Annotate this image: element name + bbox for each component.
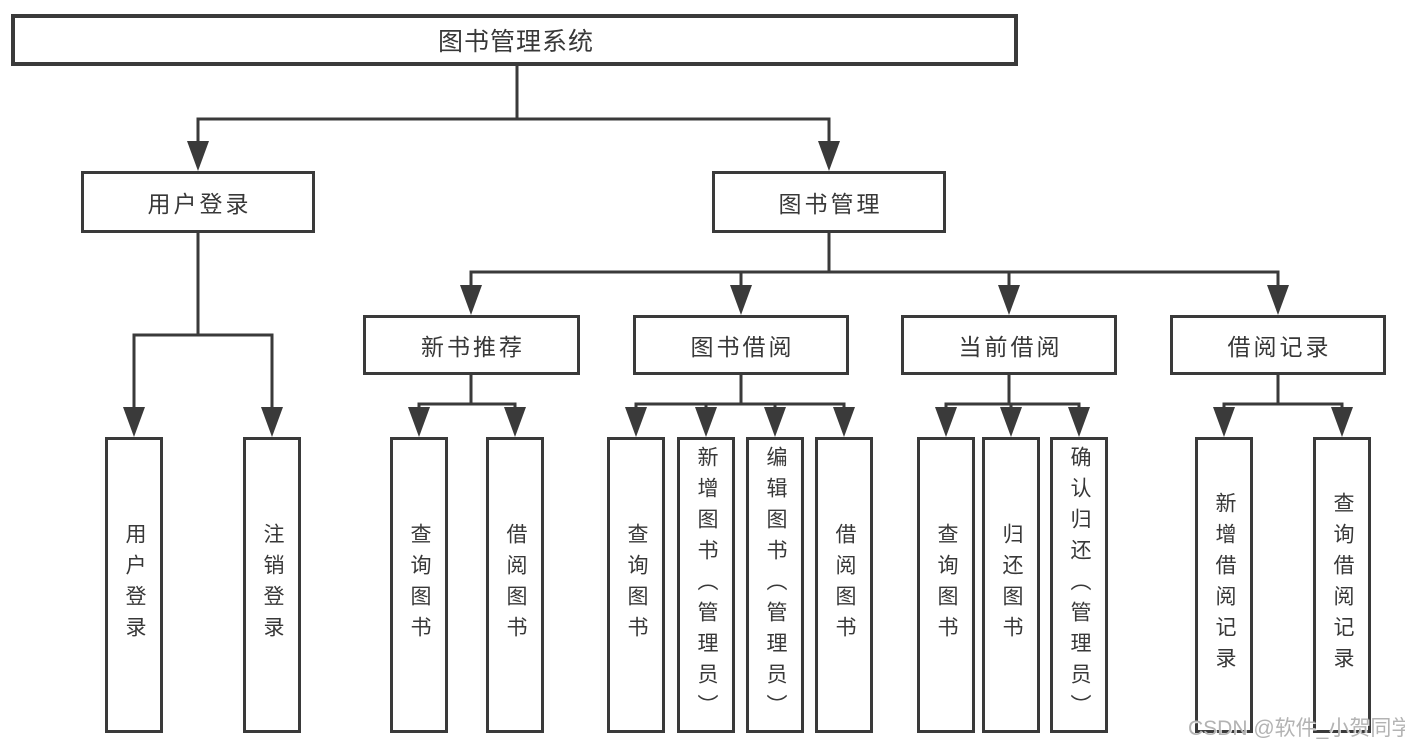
node-leaf-user-login: 用户登录 <box>105 437 163 733</box>
watermark: CSDN @软件_小贺同学 <box>1188 717 1405 740</box>
node-leaf-edit-books-admin: 编辑图书（管理员） <box>746 437 804 733</box>
arrowhead-icon <box>625 407 647 437</box>
node-user-login: 用户登录 <box>81 171 315 233</box>
node-leaf-add-borrow-record: 新增借阅记录 <box>1195 437 1253 733</box>
node-label-leaf-add-borrow-record: 新增借阅记录 <box>1213 492 1236 678</box>
node-label-leaf-user-login: 用户登录 <box>123 523 146 647</box>
node-leaf-logout: 注销登录 <box>243 437 301 733</box>
arrowhead-icon <box>1267 285 1289 315</box>
node-leaf-confirm-return-admin: 确认归还（管理员） <box>1050 437 1108 733</box>
arrowhead-icon <box>730 285 752 315</box>
arrowhead-icon <box>998 285 1020 315</box>
node-label-leaf-confirm-return-admin: 确认归还（管理员） <box>1068 445 1091 725</box>
arrowhead-icon <box>1213 407 1235 437</box>
node-label-borrowing-records: 借阅记录 <box>1227 334 1332 360</box>
arrowhead-icon <box>764 407 786 437</box>
node-leaf-query-books-1: 查询图书 <box>390 437 448 733</box>
arrowhead-icon <box>460 285 482 315</box>
node-label-new-book-recommend: 新书推荐 <box>421 334 525 360</box>
node-leaf-borrow-books-1: 借阅图书 <box>486 437 544 733</box>
node-label-leaf-borrow-books-1: 借阅图书 <box>504 523 527 647</box>
node-leaf-add-books-admin: 新增图书（管理员） <box>677 437 735 733</box>
node-label-leaf-query-books-3: 查询图书 <box>935 523 958 647</box>
arrowhead-icon <box>818 141 840 171</box>
node-label-leaf-query-books-1: 查询图书 <box>408 523 431 647</box>
node-leaf-query-borrow-record: 查询借阅记录 <box>1313 437 1371 733</box>
node-label-leaf-logout: 注销登录 <box>261 523 284 647</box>
node-root: 图书管理系统 <box>11 14 1018 66</box>
node-label-leaf-return-books: 归还图书 <box>1000 523 1023 647</box>
arrowhead-icon <box>1000 407 1022 437</box>
arrowhead-icon <box>833 407 855 437</box>
node-label-root: 图书管理系统 <box>437 28 594 56</box>
arrowhead-icon <box>187 141 209 171</box>
node-label-leaf-add-books-admin: 新增图书（管理员） <box>695 445 718 725</box>
arrowhead-icon <box>935 407 957 437</box>
node-label-leaf-edit-books-admin: 编辑图书（管理员） <box>764 445 787 725</box>
node-label-leaf-query-books-2: 查询图书 <box>625 523 648 647</box>
node-label-leaf-query-borrow-record: 查询借阅记录 <box>1331 492 1354 678</box>
arrowhead-icon <box>1068 407 1090 437</box>
node-current-borrowing: 当前借阅 <box>901 315 1117 375</box>
node-label-user-login: 用户登录 <box>147 191 252 217</box>
node-book-borrowing: 图书借阅 <box>633 315 849 375</box>
arrowhead-icon <box>408 407 430 437</box>
node-borrowing-records: 借阅记录 <box>1170 315 1386 375</box>
node-label-leaf-borrow-books-2: 借阅图书 <box>833 523 856 647</box>
arrowhead-icon <box>695 407 717 437</box>
node-label-book-management: 图书管理 <box>778 191 883 217</box>
node-label-current-borrowing: 当前借阅 <box>958 334 1063 360</box>
arrowhead-icon <box>123 407 145 437</box>
node-new-book-recommend: 新书推荐 <box>363 315 580 375</box>
arrowhead-icon <box>261 407 283 437</box>
arrowhead-icon <box>1331 407 1353 437</box>
node-label-book-borrowing: 图书借阅 <box>690 334 795 360</box>
node-leaf-query-books-3: 查询图书 <box>917 437 975 733</box>
node-leaf-return-books: 归还图书 <box>982 437 1040 733</box>
node-leaf-borrow-books-2: 借阅图书 <box>815 437 873 733</box>
node-leaf-query-books-2: 查询图书 <box>607 437 665 733</box>
node-book-management: 图书管理 <box>712 171 946 233</box>
arrowhead-icon <box>504 407 526 437</box>
